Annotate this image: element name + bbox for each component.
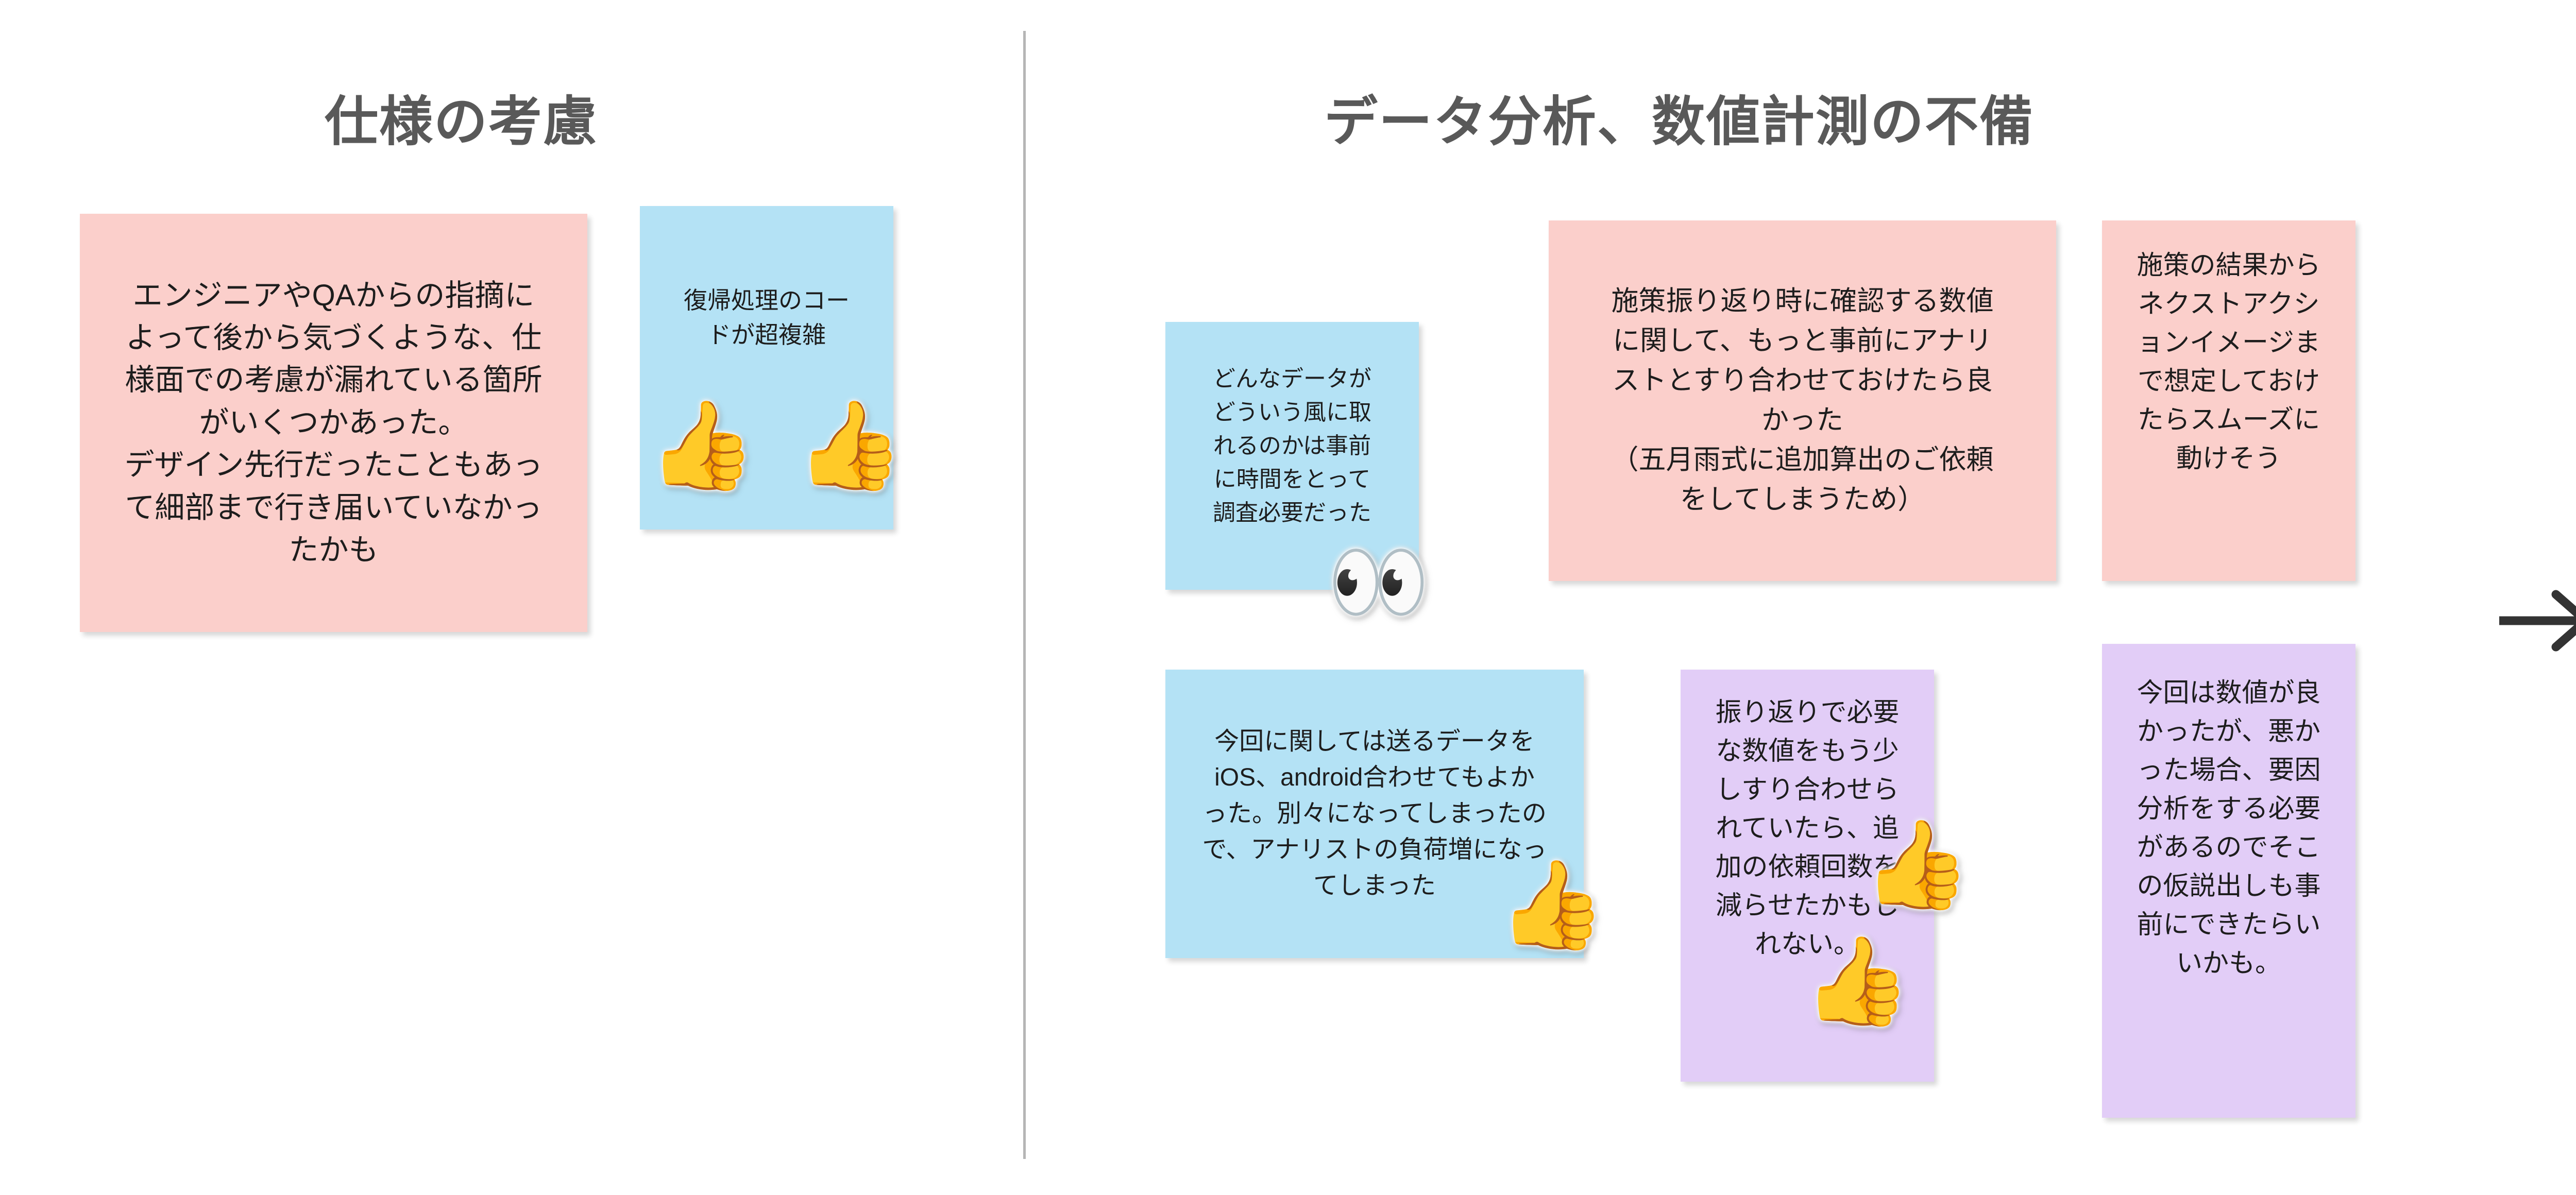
- thumbs-up-icon[interactable]: 👍: [1863, 816, 1971, 913]
- sticky-note[interactable]: 施策振り返り時に確認する数値 に関して、もっと事前にアナリ ストとすり合わせてお…: [1549, 220, 2056, 581]
- sticky-note-text: 今回に関しては送るデータを iOS、android合わせてもよか った。別々にな…: [1202, 727, 1547, 900]
- column-title-data: データ分析、数値計測の不備: [1324, 92, 2035, 152]
- sticky-note[interactable]: どんなデータが どういう風に取 れるのかは事前 に時間をとって 調査必要だった: [1165, 322, 1419, 590]
- column-title-spec: 仕様の考慮: [325, 92, 598, 152]
- sticky-note-text: エンジニアやQAからの指摘に よって後から気づくような、仕 様面での考慮が漏れて…: [124, 278, 543, 567]
- thumbs-up-icon[interactable]: 👍: [1498, 856, 1606, 953]
- right-arrow-icon: [2499, 590, 2576, 652]
- thumbs-up-icon[interactable]: 👍: [1803, 932, 1911, 1029]
- thumbs-up-icon[interactable]: 👍: [796, 397, 904, 493]
- sticky-note-text: どんなデータが どういう風に取 れるのかは事前 に時間をとって 調査必要だった: [1213, 366, 1371, 526]
- sticky-note-text: 施策の結果から ネクストアクシ ョンイメージま で想定しておけ たらスムーズに …: [2137, 250, 2321, 473]
- column-divider: [1023, 31, 1026, 1159]
- sticky-note-text: 今回は数値が良 かったが、悪か った場合、要因 分析をする必要 があるのでそこ …: [2137, 678, 2321, 978]
- sticky-note[interactable]: 今回に関しては送るデータを iOS、android合わせてもよか った。別々にな…: [1165, 670, 1584, 958]
- sticky-note[interactable]: 施策の結果から ネクストアクシ ョンイメージま で想定しておけ たらスムーズに …: [2102, 220, 2355, 581]
- eyes-icon[interactable]: 👀: [1327, 536, 1430, 628]
- sticky-note[interactable]: 振り返りで必要 な数値をもう少 しすり合わせら れていたら、追 加の依頼回数を …: [1681, 670, 1934, 1082]
- thumbs-up-icon[interactable]: 👍: [648, 397, 756, 493]
- sticky-note[interactable]: 復帰処理のコー ドが超複雑: [640, 206, 893, 530]
- sticky-note-text: 施策振り返り時に確認する数値 に関して、もっと事前にアナリ ストとすり合わせてお…: [1611, 286, 1994, 515]
- sticky-note-text: 振り返りで必要 な数値をもう少 しすり合わせら れていたら、追 加の依頼回数を …: [1715, 697, 1900, 959]
- sticky-note-text: 復帰処理のコー ドが超複雑: [684, 287, 850, 348]
- sticky-note[interactable]: 今回は数値が良 かったが、悪か った場合、要因 分析をする必要 があるのでそこ …: [2102, 644, 2355, 1118]
- sticky-note[interactable]: エンジニアやQAからの指摘に よって後から気づくような、仕 様面での考慮が漏れて…: [80, 214, 587, 632]
